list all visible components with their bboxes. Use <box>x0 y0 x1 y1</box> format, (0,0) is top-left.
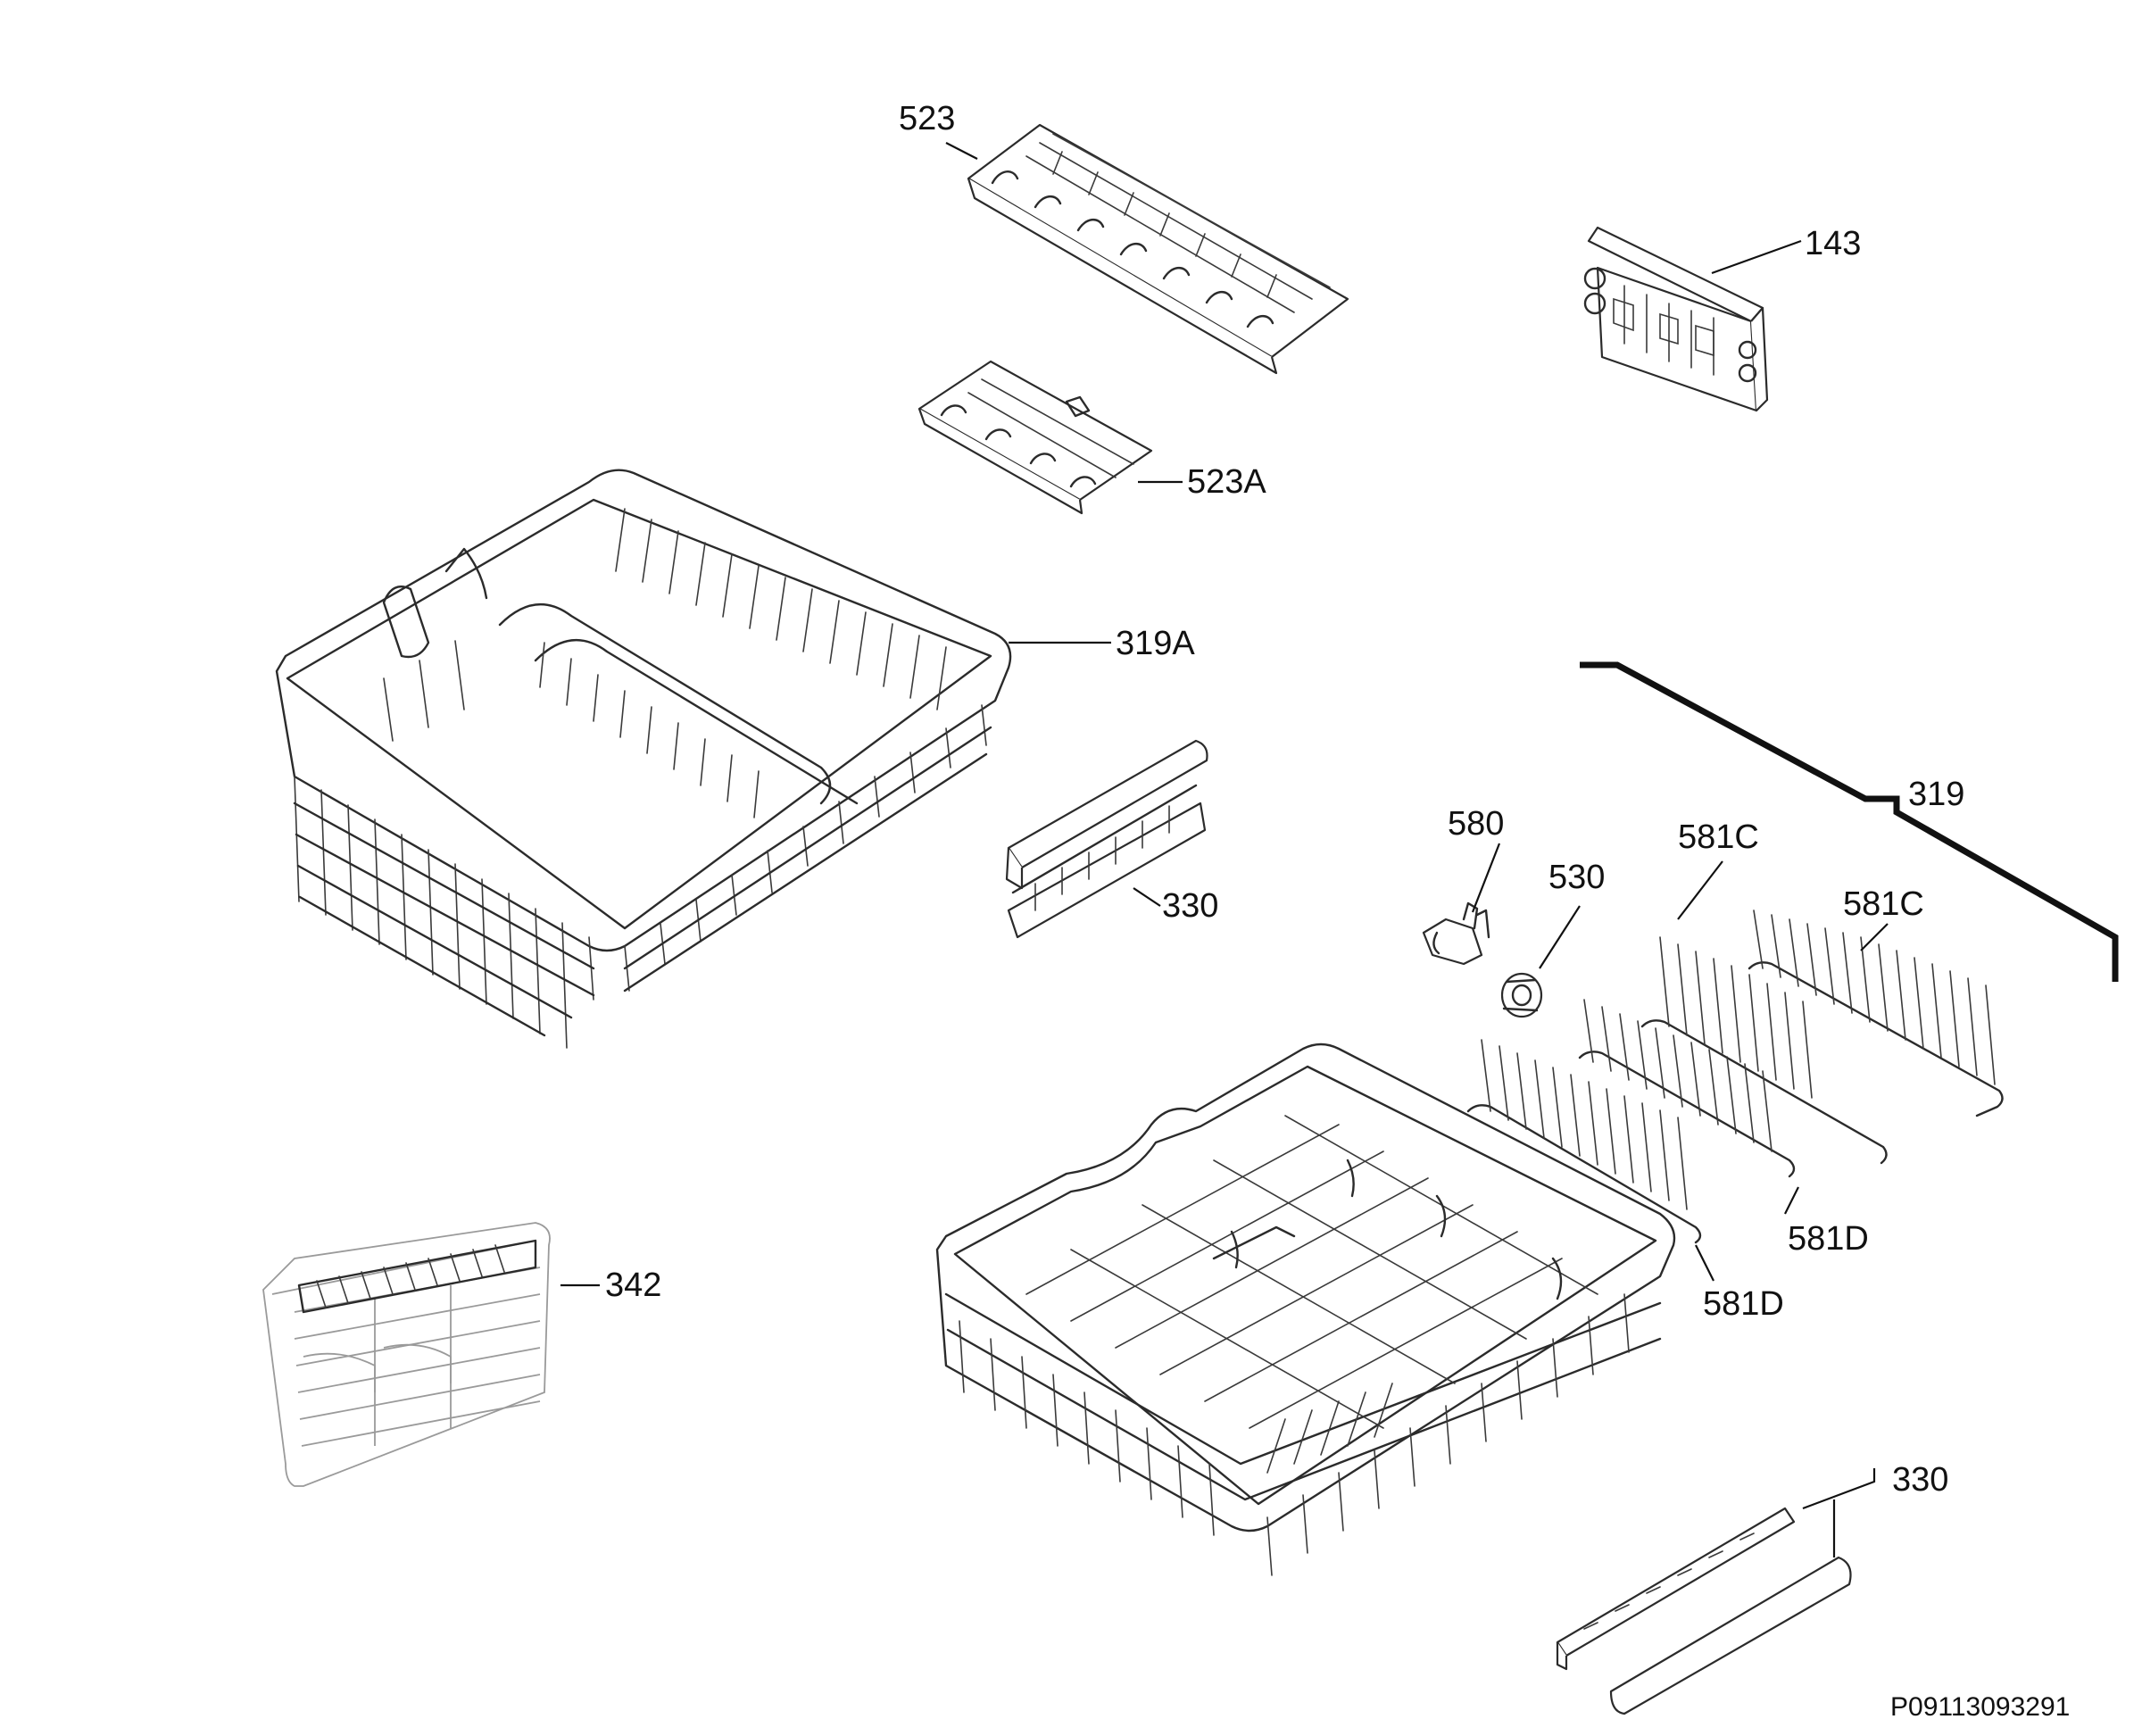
callout-143: 143 <box>1805 225 1861 262</box>
wheel-icon[interactable] <box>1500 972 1543 1018</box>
rail-icon[interactable] <box>1556 1507 1852 1715</box>
callout-581d-right: 581D <box>1788 1220 1869 1258</box>
rack-adjuster-icon[interactable] <box>1583 226 1769 412</box>
figure-code: P09113093291 <box>1890 1692 2070 1722</box>
dish-rack-lower-icon[interactable] <box>935 1042 1676 1576</box>
clip-icon[interactable] <box>1422 901 1490 966</box>
callout-530: 530 <box>1548 859 1605 896</box>
callout-581c-right: 581C <box>1843 885 1924 923</box>
leader-lines <box>560 142 1889 1557</box>
callout-580: 580 <box>1448 805 1504 843</box>
callout-342: 342 <box>605 1267 661 1304</box>
cutlery-basket-icon[interactable] <box>262 1222 551 1487</box>
tine-row-icon[interactable] <box>1466 910 2004 1244</box>
callout-581d-left: 581D <box>1703 1285 1784 1323</box>
callout-330-lower: 330 <box>1892 1461 1948 1499</box>
cup-shelf-icon[interactable] <box>917 360 1153 515</box>
callout-labels: 523 143 523A 319A 319 580 530 581C 581C … <box>605 100 2070 1722</box>
callout-330-upper: 330 <box>1162 887 1218 925</box>
runner-rail-icon[interactable] <box>1580 661 2119 982</box>
dish-rack-upper-icon[interactable] <box>275 469 1012 1049</box>
callout-581c-middle: 581C <box>1678 818 1759 856</box>
callout-319: 319 <box>1908 776 1964 813</box>
callout-319a: 319A <box>1116 625 1195 662</box>
rail-icon[interactable] <box>1005 739 1208 939</box>
cup-shelf-icon[interactable] <box>967 123 1349 375</box>
callout-523: 523 <box>899 100 955 137</box>
callout-523a: 523A <box>1187 463 1266 501</box>
